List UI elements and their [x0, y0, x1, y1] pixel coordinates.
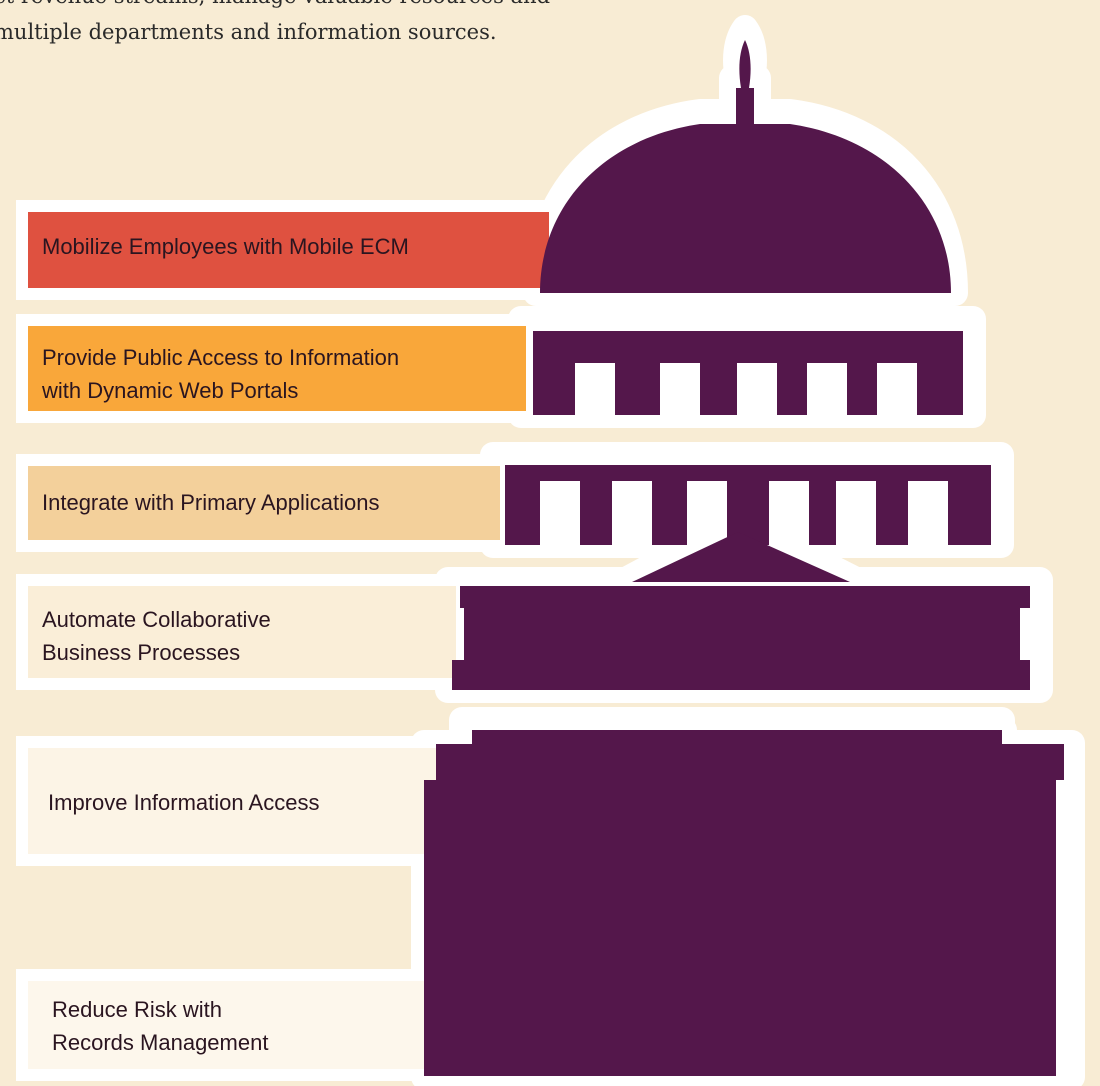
entablature [452, 586, 1030, 690]
tier-label-improve: Improve Information Access [48, 786, 319, 819]
tier-label-line: Mobilize Employees with Mobile ECM [42, 234, 409, 259]
tier-label-automate: Automate Collaborative Business Processe… [42, 603, 271, 669]
intro-line-1: ct revenue streams, manage valuable reso… [0, 0, 550, 14]
tier-band [16, 574, 468, 690]
tier-label-integrate: Integrate with Primary Applications [42, 486, 380, 519]
tier-label-line: Reduce Risk with [52, 997, 222, 1022]
dome [540, 40, 951, 293]
tier-label-line: Business Processes [42, 640, 241, 665]
intro-line-2: multiple departments and information sou… [0, 20, 497, 44]
tier-label-line: Records Management [52, 1030, 269, 1055]
tier-label-line: with Dynamic Web Portals [42, 378, 299, 403]
tier-label-mobilize: Mobilize Employees with Mobile ECM [42, 230, 409, 263]
tier-band [16, 314, 538, 423]
tier-label-public-access: Provide Public Access to Information wit… [42, 341, 399, 407]
tier-label-line: Automate Collaborative [42, 607, 271, 632]
tier-band [16, 200, 561, 300]
tier-label-line: Provide Public Access to Information [42, 345, 400, 370]
building-fill [424, 40, 1064, 1076]
pediment [632, 532, 850, 582]
colonnade-middle [505, 465, 991, 545]
tier-band [16, 454, 512, 552]
label-bands [16, 200, 561, 1081]
tier-label-line: Integrate with Primary Applications [42, 490, 380, 515]
tier-label-line: Improve Information Access [48, 790, 320, 815]
building-base [424, 744, 1064, 1076]
tier-label-reduce-risk: Reduce Risk with Records Management [52, 993, 268, 1059]
tier-band [16, 969, 448, 1081]
tier-band [16, 736, 480, 866]
intro-text: ct revenue streams, manage valuable reso… [0, 0, 550, 50]
colonnade-upper [533, 331, 963, 415]
